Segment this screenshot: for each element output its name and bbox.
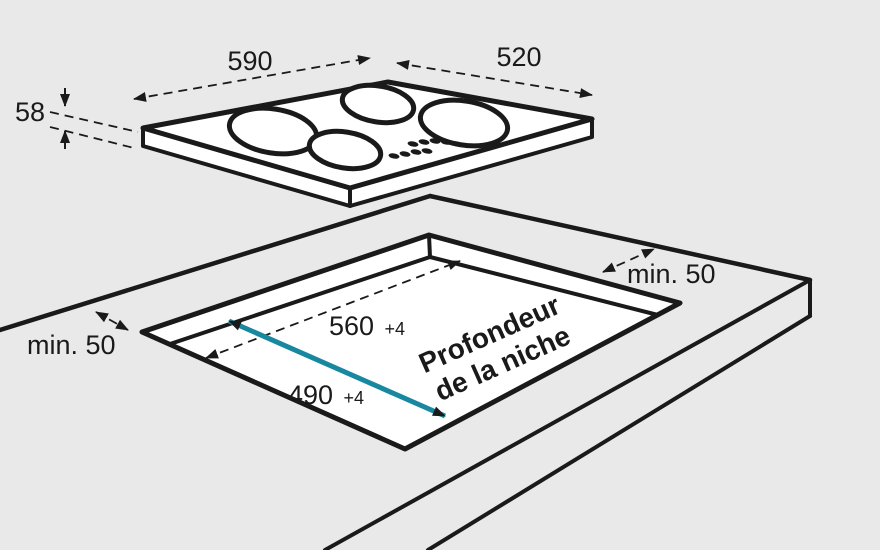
cooktop-width-label: 590 — [227, 46, 272, 76]
cooktop — [140, 79, 595, 208]
niche-corner-seam — [427, 233, 432, 259]
niche-width-value: 560 — [329, 311, 374, 341]
control-dot — [421, 148, 433, 154]
dimension-line-520 — [396, 60, 593, 98]
clearance-right-arrow — [602, 248, 655, 273]
niche-depth-value: 490 — [288, 380, 333, 410]
niche-width-tolerance: +4 — [384, 319, 405, 339]
burner-front-center — [306, 128, 384, 172]
niche-depth-label: 490 +4 — [288, 380, 364, 410]
height-extension-line-top — [49, 111, 139, 133]
niche-cutout — [139, 232, 683, 452]
niche-depth-line — [227, 318, 447, 419]
clearance-left-arrow — [95, 311, 129, 331]
clearance-left-label: min. 50 — [27, 330, 116, 360]
control-panel-dots — [388, 138, 463, 159]
niche-depth-tolerance: +4 — [343, 388, 364, 408]
height-extension-line-bottom — [49, 126, 135, 149]
niche-opening — [139, 232, 683, 452]
control-dot — [407, 141, 419, 147]
dimension-cooktop-width: 590 — [133, 46, 371, 102]
control-dot — [410, 149, 422, 155]
dimension-line-590 — [133, 55, 371, 102]
burners — [226, 82, 511, 172]
dimension-niche-depth: 490 +4 — [227, 318, 447, 419]
dimension-clearance-left: min. 50 — [27, 311, 129, 360]
cooktop-height-label: 58 — [15, 97, 45, 127]
countertop-edge-front-top — [323, 278, 812, 550]
dimension-cooktop-height: 58 — [15, 88, 139, 149]
dimension-clearance-right: min. 50 — [602, 248, 716, 289]
clearance-right-label: min. 50 — [627, 259, 716, 289]
countertop-edge-back-right — [427, 193, 813, 283]
control-dot — [418, 139, 430, 145]
control-dot — [440, 139, 452, 145]
countertop-edge-front-bottom — [426, 314, 812, 550]
control-dot — [429, 138, 441, 144]
cooktop-depth-label: 520 — [496, 42, 541, 72]
control-dot — [451, 141, 463, 147]
control-dot — [399, 151, 411, 157]
control-dot — [388, 153, 400, 159]
dimension-cooktop-depth: 520 — [396, 42, 593, 98]
